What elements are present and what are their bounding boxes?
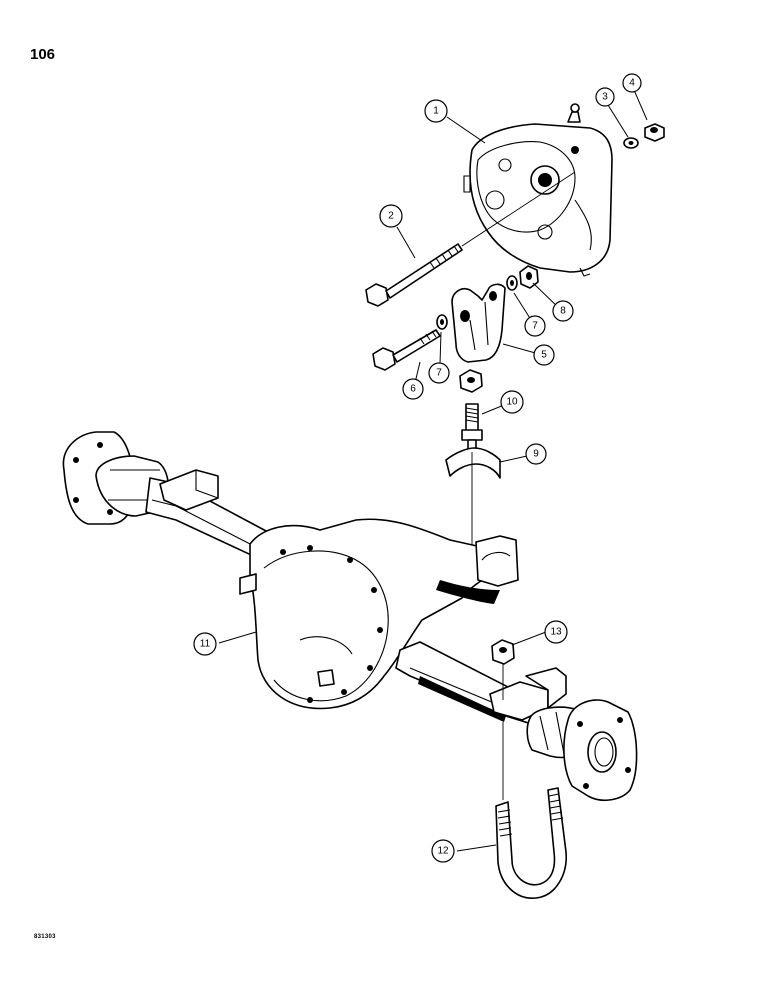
callout-6: 6	[402, 378, 424, 400]
svg-text:1: 1	[433, 106, 439, 117]
pivot-housing	[463, 103, 613, 277]
axle-assembly-part-11	[62, 431, 638, 802]
callout-7b: 7	[524, 315, 546, 337]
washer-part-3	[623, 137, 639, 149]
callout-1: 1	[424, 99, 448, 123]
callout-8: 8	[552, 300, 574, 322]
callout-11: 11	[193, 632, 217, 656]
svg-text:9: 9	[533, 449, 539, 460]
drawing-code: 831303	[34, 934, 56, 940]
svg-text:2: 2	[388, 211, 394, 222]
nut-part-4	[644, 123, 665, 142]
callout-7a: 7	[428, 362, 450, 384]
washer-part-7-left	[436, 314, 448, 330]
svg-text:4: 4	[629, 78, 635, 89]
washer-part-7-right	[506, 275, 518, 291]
bolt-part-2	[365, 171, 576, 307]
bracket-part-5	[451, 283, 506, 363]
svg-text:12: 12	[437, 846, 449, 857]
stud-part-10	[461, 403, 483, 453]
page-number: 106	[30, 46, 56, 63]
svg-text:5: 5	[541, 350, 547, 361]
callout-2: 2	[379, 204, 403, 228]
callout-5: 5	[533, 344, 555, 366]
callout-9: 9	[525, 443, 547, 465]
cradle-part-9	[445, 447, 501, 479]
svg-text:11: 11	[200, 639, 211, 650]
nut-part-13	[491, 639, 515, 665]
callout-4: 4	[622, 73, 642, 93]
nut-part-10	[459, 369, 483, 393]
svg-text:7: 7	[436, 368, 442, 379]
svg-text:7: 7	[532, 321, 538, 332]
callout-13: 13	[544, 620, 568, 644]
svg-text:8: 8	[560, 306, 566, 317]
svg-text:13: 13	[550, 627, 562, 638]
svg-text:10: 10	[506, 397, 518, 408]
callout-12: 12	[431, 839, 455, 863]
u-bolt-part-12	[495, 787, 567, 899]
svg-text:3: 3	[602, 92, 608, 103]
callout-3: 3	[595, 87, 615, 107]
callout-10: 10	[500, 390, 524, 414]
svg-text:6: 6	[410, 384, 416, 395]
nut-part-8	[519, 265, 539, 289]
bolt-part-6	[372, 329, 441, 371]
